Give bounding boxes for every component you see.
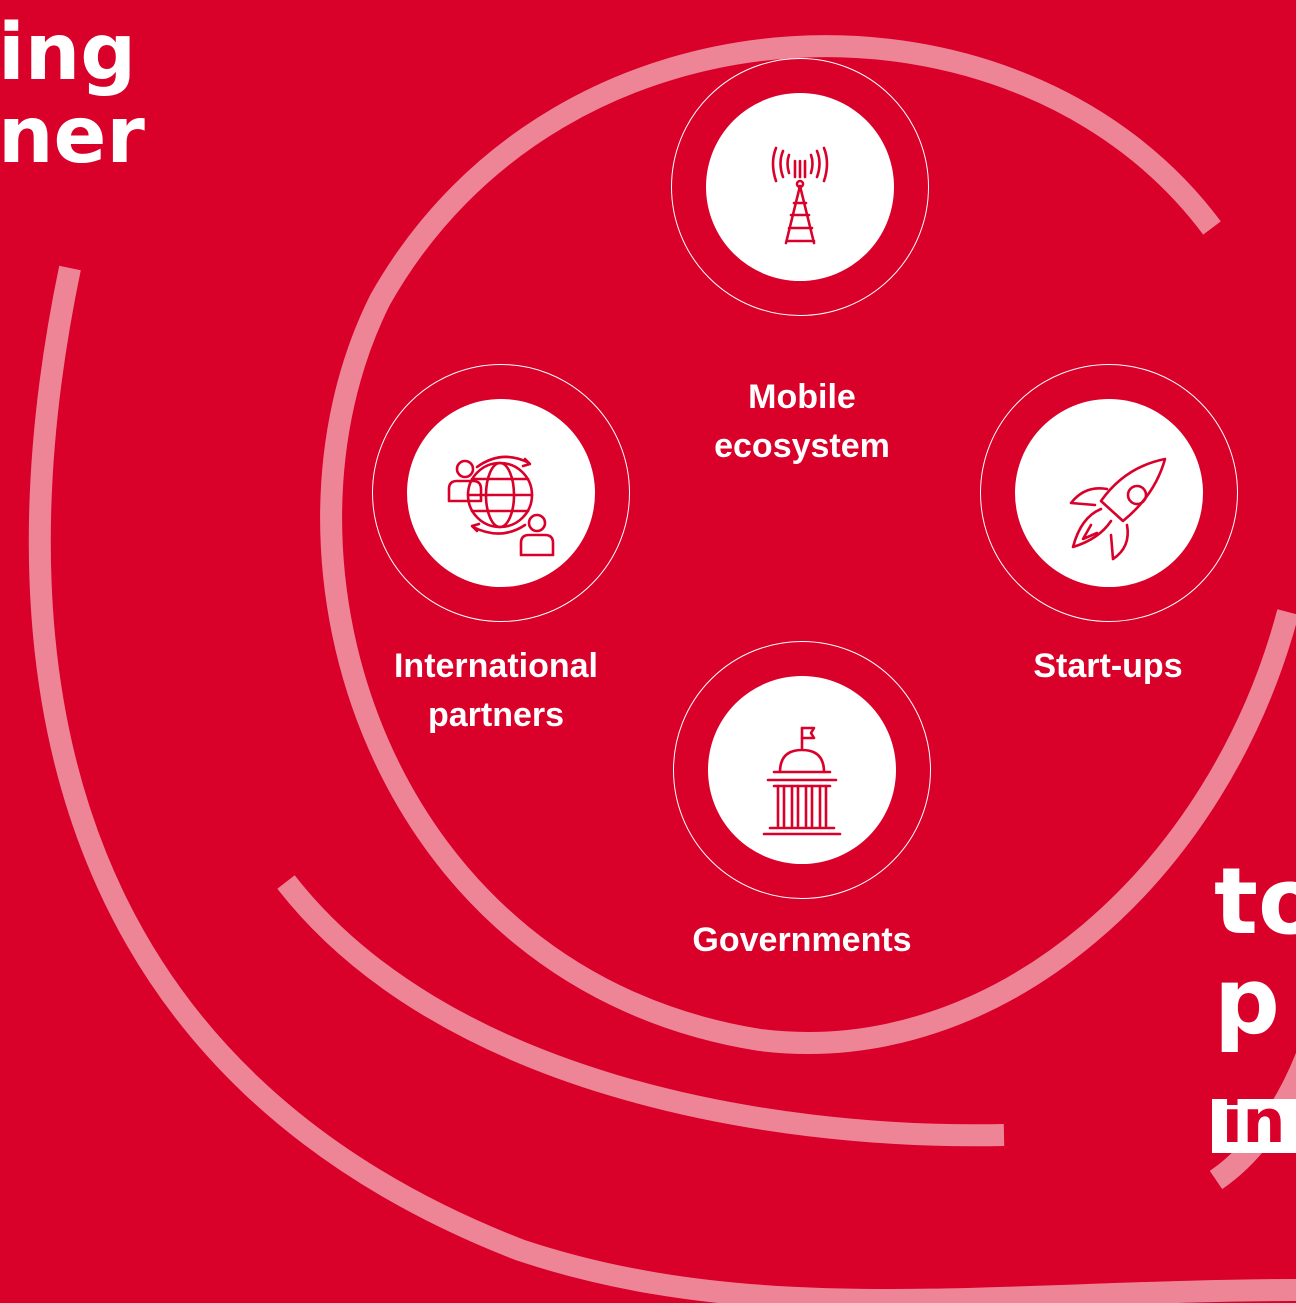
heading-right-line3: in [1222,1099,1286,1153]
heading-left-line2: ner [0,91,145,181]
heading-right-line2: p [1214,948,1280,1055]
label-line1: Governments [692,921,912,959]
rocket-icon [1069,457,1167,561]
lower-arc [277,875,1005,1147]
node-disc [407,399,595,587]
label-international-partners: International partners [355,642,637,740]
node-governments [673,641,931,899]
label-governments: Governments [652,916,952,965]
node-disc [706,93,894,281]
node-start-ups [980,364,1238,622]
node-disc [708,676,896,864]
label-line1: Mobile [748,378,856,416]
node-ring [372,364,630,622]
label-line2: partners [427,696,565,734]
large-arc-center [320,35,1296,1054]
cell-tower-icon [771,146,829,245]
heading-left-line1: ing [0,8,137,98]
node-international-partners [372,364,630,622]
node-ring [671,58,929,316]
label-line1: Start-ups [1033,647,1183,685]
label-line1: International [393,647,599,685]
heading-right-line1: to [1214,848,1296,955]
node-mobile-ecosystem [671,58,929,316]
heading-right-highlight [1212,1099,1296,1153]
label-line2: ecosystem [714,427,890,465]
node-ring [980,364,1238,622]
node-ring [673,641,931,899]
outer-arc-left [28,265,1296,1303]
node-disc [1015,399,1203,587]
label-start-ups: Start-ups [990,642,1226,691]
label-mobile-ecosystem: Mobile ecosystem [680,373,924,471]
government-building-icon [762,726,842,836]
global-network-icon [447,455,555,557]
